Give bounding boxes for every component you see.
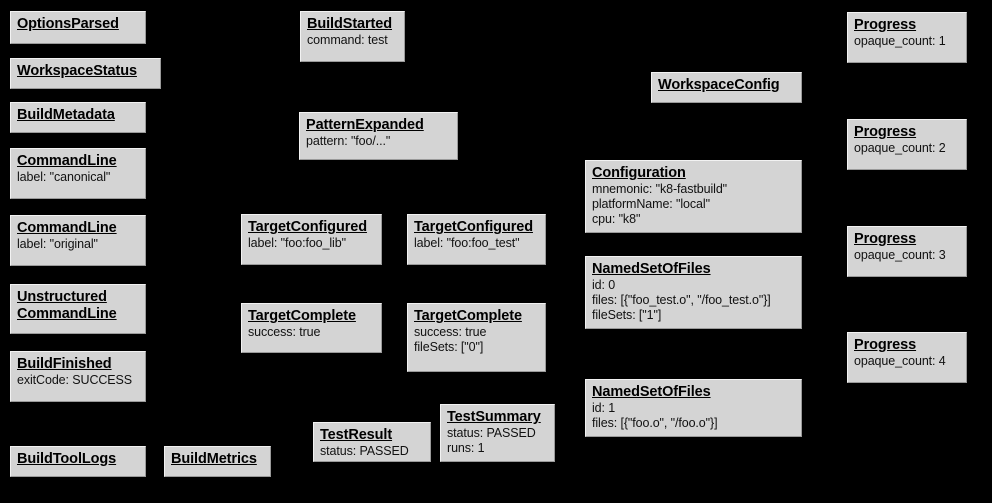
node-title: OptionsParsed [17,16,119,32]
node-field: mnemonic: "k8-fastbuild" [592,182,728,196]
node-field: command: test [307,33,388,47]
node-title: BuildFinished [17,356,112,372]
node-title: TestResult [320,427,393,443]
node-build-tool-logs[interactable]: BuildToolLogs [10,446,146,477]
node-title: Configuration [592,165,686,181]
node-field: fileSets: ["0"] [414,340,484,354]
node-field: id: 0 [592,278,616,292]
node-build-metadata[interactable]: BuildMetadata [10,102,146,133]
node-field: label: "original" [17,237,98,251]
node-title: TargetConfigured [248,219,367,235]
node-field: opaque_count: 1 [854,34,946,48]
node-build-metrics[interactable]: BuildMetrics [164,446,271,477]
node-title: BuildStarted [307,16,393,32]
node-field: success: true [248,325,321,339]
node-title: CommandLine [17,153,117,169]
node-title: BuildMetadata [17,107,115,123]
node-title: WorkspaceConfig [658,77,780,93]
node-workspace-config[interactable]: WorkspaceConfig [651,72,802,103]
node-title: Unstructured CommandLine [17,289,117,322]
node-title: TargetComplete [248,308,356,324]
node-field: runs: 1 [447,441,485,455]
node-title: WorkspaceStatus [17,63,137,79]
node-field: opaque_count: 2 [854,141,946,155]
node-title: NamedSetOfFiles [592,261,711,277]
node-title: Progress [854,337,917,353]
node-field: exitCode: SUCCESS [17,373,133,387]
node-field: opaque_count: 4 [854,354,946,368]
node-title: PatternExpanded [306,117,424,133]
node-field: success: true [414,325,487,339]
node-field: label: "canonical" [17,170,111,184]
node-title: Progress [854,17,917,33]
node-field: status: PASSED [320,444,409,458]
node-title: Progress [854,124,917,140]
node-field: files: [{"foo_test.o", "/foo_test.o"}] [592,293,771,307]
node-title: CommandLine [17,220,117,236]
node-title: Progress [854,231,917,247]
node-title: NamedSetOfFiles [592,384,711,400]
node-options-parsed[interactable]: OptionsParsed [10,11,146,44]
node-field: label: "foo:foo_lib" [248,236,346,250]
node-title: BuildToolLogs [17,451,117,467]
node-title: TargetConfigured [414,219,533,235]
node-field: cpu: "k8" [592,212,641,226]
node-field: status: PASSED [447,426,536,440]
node-field: platformName: "local" [592,197,710,211]
node-title: BuildMetrics [171,451,257,467]
node-title: TestSummary [447,409,541,425]
node-workspace-status[interactable]: WorkspaceStatus [10,58,161,89]
node-field: fileSets: ["1"] [592,308,662,322]
node-field: label: "foo:foo_test" [414,236,520,250]
node-field: pattern: "foo/..." [306,134,391,148]
node-field: opaque_count: 3 [854,248,946,262]
node-title: TargetComplete [414,308,522,324]
node-field: id: 1 [592,401,616,415]
node-unstructured-command-line[interactable]: Unstructured CommandLine [10,284,146,334]
node-field: files: [{"foo.o", "/foo.o"}] [592,416,718,430]
